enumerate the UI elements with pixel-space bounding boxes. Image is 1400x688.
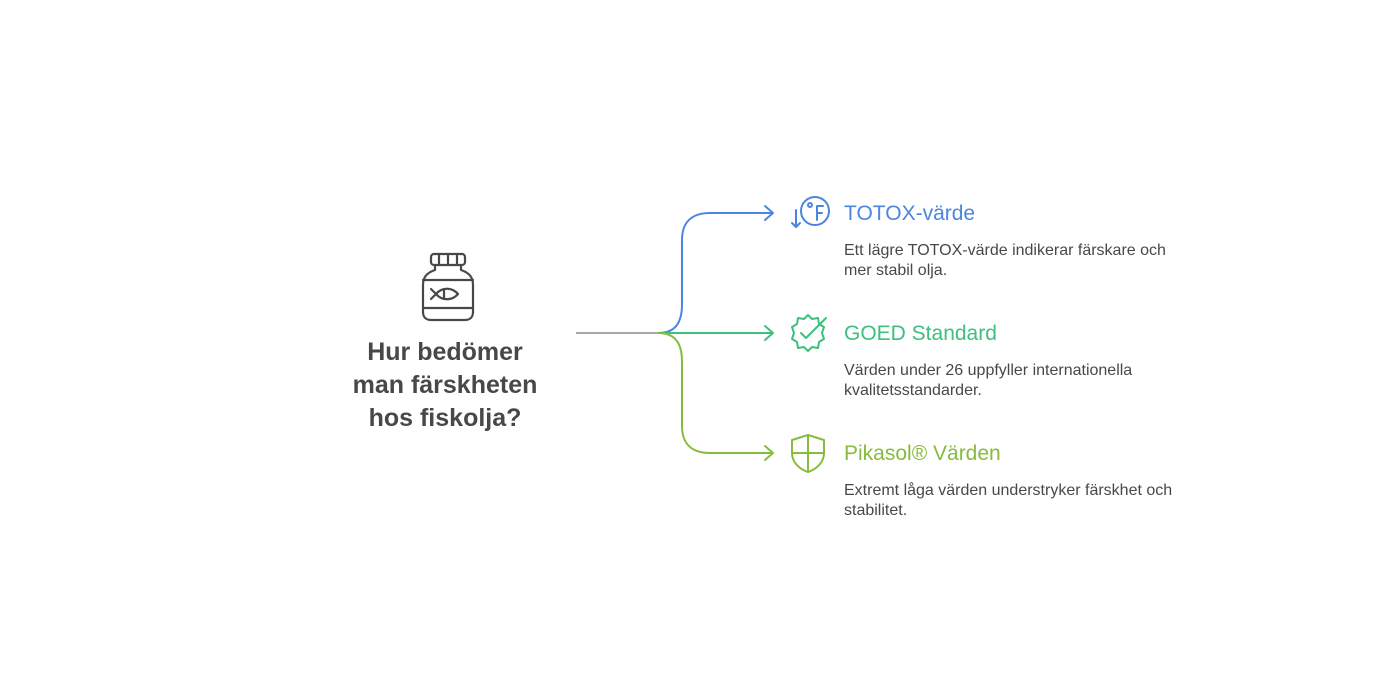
branch-line-totox	[657, 212, 772, 334]
branch-title-pikasol: Pikasol® Värden	[844, 442, 1001, 465]
branch-description-pikasol: Extremt låga värden understryker färskhe…	[844, 482, 1173, 519]
totox-down-icon	[791, 196, 830, 228]
branch-title-goed: GOED Standard	[844, 322, 997, 345]
central-question: Hur bedömer man färskheten hos fiskolja?	[330, 336, 560, 435]
arrow-head-pikasol	[764, 445, 774, 461]
badge-check-icon	[791, 314, 827, 352]
question-line-3: hos fiskolja?	[368, 404, 522, 432]
branch-line-pikasol	[657, 332, 772, 454]
arrow-head-goed	[764, 325, 774, 341]
fish-oil-jar-icon	[421, 252, 475, 322]
arrow-head-totox	[764, 205, 774, 221]
question-line-1: Hur bedömer	[367, 338, 523, 366]
shield-icon	[791, 434, 825, 473]
branch-title-totox: TOTOX-värde	[844, 202, 976, 225]
branch-description-totox: Ett lägre TOTOX-värde indikerar färskare…	[844, 242, 1166, 279]
branch-description-goed: Värden under 26 uppfyller internationell…	[844, 362, 1133, 399]
question-line-2: man färskheten	[352, 371, 538, 399]
